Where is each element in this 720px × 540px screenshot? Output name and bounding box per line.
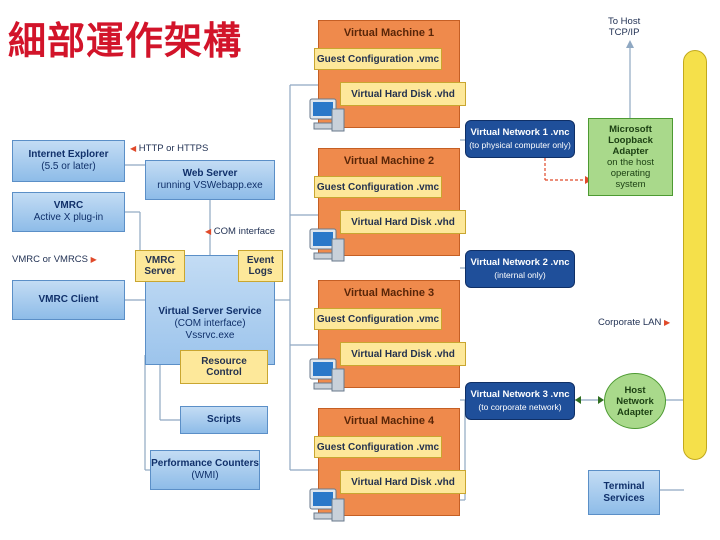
to-host-text: To Host [608, 16, 641, 27]
vmrc-server-box: VMRC Server [135, 250, 185, 282]
performance-counters-sub: (WMI) [191, 470, 219, 481]
terminal-services-box: Terminal Services [588, 470, 660, 515]
internet-explorer-label: Internet Explorer [28, 149, 109, 160]
web-server-label: Web Server [182, 168, 238, 179]
virtual-network-sub: (to corporate network) [478, 402, 562, 412]
computer-icon [309, 358, 345, 392]
virtual-network-sub: (internal only) [494, 270, 546, 280]
http-text: HTTP or HTTPS [138, 143, 209, 154]
to-host-label: To Host TCP/IP [608, 16, 640, 38]
virtual-network-sub: (to physical computer only) [469, 140, 571, 150]
scripts-box: Scripts [180, 406, 268, 434]
resource-control-box: Resource Control [180, 350, 268, 384]
event-logs-label: Event Logs [246, 255, 275, 277]
performance-counters-box: Performance Counters (WMI) [150, 450, 260, 490]
vmrc-activex-box: VMRC Active X plug-in [12, 192, 125, 232]
loopback-line5: operating [610, 168, 651, 179]
tcpip-text: TCP/IP [608, 27, 640, 38]
vss-interface: (COM interface) [174, 318, 246, 329]
vmrc-protocol-text: VMRC or VMRCS [12, 254, 89, 265]
vmrc-server-label: VMRC Server [144, 255, 176, 277]
virtual-hard-disk-2: Virtual Hard Disk .vhd [340, 210, 466, 234]
guest-configuration-2: Guest Configuration .vmc [314, 176, 442, 198]
loopback-line3: Adapter [612, 146, 649, 157]
vm-title: Virtual Machine 4 [343, 415, 435, 427]
com-text: COM interface [213, 226, 276, 237]
host-adapter-line2: Network [616, 395, 654, 407]
arrow-left-icon: ◀ [205, 227, 212, 236]
loopback-line6: system [615, 179, 646, 190]
arrow-right-icon: ▶ [90, 255, 97, 264]
vss-exe: Vssrvc.exe [185, 330, 235, 341]
virtual-hard-disk-1: Virtual Hard Disk .vhd [340, 82, 466, 106]
web-server-box: Web Server running VSWebapp.exe [145, 160, 275, 200]
loopback-adapter-box: Microsoft Loopback Adapter on the host o… [588, 118, 673, 196]
com-label: ◀ COM interface [205, 226, 275, 237]
computer-icon [309, 228, 345, 262]
guest-configuration-3: Guest Configuration .vmc [314, 308, 442, 330]
virtual-network-label: Virtual Network 2 .vnc [470, 257, 570, 268]
host-adapter-line3: Adapter [617, 406, 653, 418]
loopback-line2: Loopback [608, 135, 653, 146]
vm-title: Virtual Machine 1 [343, 27, 435, 39]
virtual-machine-4: Virtual Machine 4 [318, 408, 460, 516]
computer-icon [309, 488, 345, 522]
terminal-line2: Services [603, 492, 645, 504]
arrow-left-icon: ◀ [130, 144, 137, 153]
virtual-network-2: Virtual Network 2 .vnc (internal only) [465, 250, 575, 288]
loopback-line1: Microsoft [609, 124, 652, 135]
vss-label: Virtual Server Service [158, 306, 262, 317]
vm-title: Virtual Machine 3 [343, 287, 435, 299]
http-label: ◀ HTTP or HTTPS [130, 143, 208, 154]
vmrc-client-box: VMRC Client [12, 280, 125, 320]
web-server-sub: running VSWebapp.exe [157, 180, 263, 191]
virtual-network-3: Virtual Network 3 .vnc (to corporate net… [465, 382, 575, 420]
computer-icon [309, 98, 345, 132]
virtual-machine-2: Virtual Machine 2 [318, 148, 460, 256]
vmrc-activex-label: VMRC [53, 200, 84, 211]
host-adapter-line1: Host [624, 384, 646, 396]
corporate-lan-bus [683, 50, 707, 460]
virtual-network-label: Virtual Network 1 .vnc [470, 127, 570, 138]
virtual-machine-1: Virtual Machine 1 [318, 20, 460, 128]
arrow-right-icon: ▶ [664, 318, 671, 327]
internet-explorer-box: Internet Explorer (5.5 or later) [12, 140, 125, 182]
performance-counters-label: Performance Counters [151, 458, 259, 469]
host-network-adapter: Host Network Adapter [604, 373, 666, 429]
internet-explorer-version: (5.5 or later) [41, 161, 96, 172]
virtual-network-1: Virtual Network 1 .vnc (to physical comp… [465, 120, 575, 158]
resource-control-label: Resource Control [201, 356, 247, 378]
guest-configuration-4: Guest Configuration .vmc [314, 436, 442, 458]
scripts-label: Scripts [207, 414, 241, 425]
corporate-lan-text: Corporate LAN [598, 317, 662, 328]
virtual-network-label: Virtual Network 3 .vnc [470, 389, 570, 400]
terminal-line1: Terminal [603, 480, 645, 492]
page-title: 細部運作架構 [8, 18, 243, 63]
corporate-lan-label: Corporate LAN ▶ [598, 317, 670, 328]
guest-configuration-1: Guest Configuration .vmc [314, 48, 442, 70]
virtual-hard-disk-3: Virtual Hard Disk .vhd [340, 342, 466, 366]
loopback-line4: on the host [606, 157, 654, 168]
vmrc-activex-sub: Active X plug-in [33, 212, 104, 223]
virtual-hard-disk-4: Virtual Hard Disk .vhd [340, 470, 466, 494]
event-logs-box: Event Logs [238, 250, 283, 282]
vmrc-protocol-label: VMRC or VMRCS ▶ [12, 254, 97, 265]
vm-title: Virtual Machine 2 [343, 155, 435, 167]
vmrc-client-label: VMRC Client [38, 294, 99, 305]
